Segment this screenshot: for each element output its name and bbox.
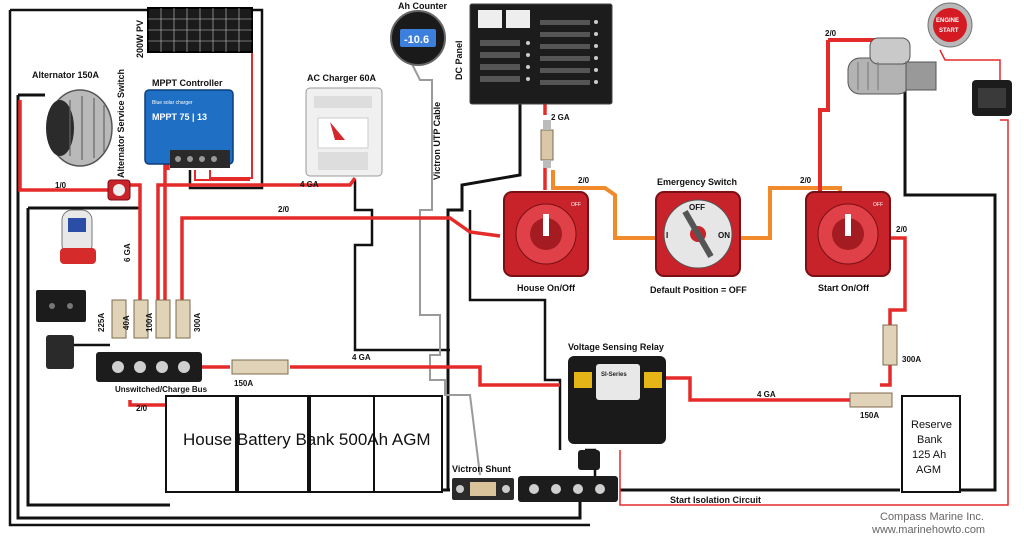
bus-label: Unswitched/Charge Bus — [115, 385, 208, 394]
wire-label-1-0: 1/0 — [55, 181, 67, 190]
wire-label-4ga-vsr: 4 GA — [352, 353, 371, 362]
fuse-225a: 225A — [97, 299, 127, 339]
solar-panel-label: 200W PV — [135, 20, 145, 58]
start-isolation-label: Start Isolation Circuit — [670, 495, 761, 505]
ah-reading: -10.6 — [404, 34, 429, 46]
credit-website: www.marinehowto.com — [871, 524, 985, 536]
house-switch-label: House On/Off — [517, 283, 576, 293]
ac-charger-label: AC Charger 60A — [307, 73, 377, 83]
start-relay — [972, 80, 1012, 116]
mppt-label: MPPT Controller — [152, 78, 223, 88]
solar-panel: 200W PV — [135, 7, 253, 58]
vsr-label: Voltage Sensing Relay — [568, 342, 664, 352]
engine-start-button[interactable]: ENGINE START — [927, 2, 973, 48]
house-off-mark: OFF — [571, 202, 581, 208]
start-off-mark: OFF — [873, 202, 883, 208]
credit-company: Compass Marine Inc. — [880, 511, 984, 523]
wire-label-2ga: 2 GA — [551, 113, 570, 122]
starter-motor — [847, 37, 937, 95]
wire-label-2-0-bank: 2/0 — [136, 404, 148, 413]
utp-cable — [409, 59, 481, 476]
fuse-label-150a-reserve: 150A — [860, 411, 879, 420]
emergency-switch-label: Emergency Switch — [657, 177, 737, 187]
house-battery-bank: House Battery Bank 500Ah AGM — [165, 395, 443, 493]
wire-label-2-0-emg-right: 2/0 — [800, 176, 812, 185]
wire-label-2-0-emg-left: 2/0 — [578, 176, 590, 185]
wire-label-2-0-house: 2/0 — [278, 205, 290, 214]
fuse-40a: 40A — [122, 299, 149, 339]
fuse-label-100a: 100A — [145, 313, 154, 332]
reserve-battery-bank: Reserve Bank 125 Ah AGM — [901, 395, 961, 493]
fuse-300a-reserve: 300A — [882, 324, 921, 366]
emergency-on-mark: ON — [718, 231, 730, 240]
fuse-label-300a: 300A — [193, 313, 202, 332]
wire-label-2-0-starter: 2/0 — [825, 29, 837, 38]
vsr-fuse-holder — [578, 450, 600, 470]
start-switch-label: Start On/Off — [818, 283, 870, 293]
fuse-label-300a-reserve: 300A — [902, 355, 921, 364]
wire-label-6ga: 6 GA — [123, 243, 132, 262]
mppt-controller: MPPT Controller Blue solar charger MPPT … — [144, 78, 234, 168]
dc-panel-label: DC Panel — [454, 40, 464, 80]
fuse-label-225a: 225A — [97, 313, 106, 332]
wire-label-4ga-reserve: 4 GA — [757, 390, 776, 399]
negative-bus — [518, 476, 618, 502]
voltage-sensing-relay: Voltage Sensing Relay SI-Series — [568, 342, 666, 444]
vsr-face: SI-Series — [601, 372, 627, 378]
reserve-label-2: Bank — [917, 434, 943, 446]
bilge-panel — [36, 290, 86, 322]
emergency-wiring — [551, 170, 842, 240]
emergency-default-label: Default Position = OFF — [650, 285, 747, 295]
alt-switch-label: Alternator Service Switch — [116, 69, 126, 178]
utp-label: Victron UTP Cable — [432, 102, 442, 180]
fuse-300a: 300A — [175, 299, 202, 339]
alternator: Alternator 150A 1/0 — [32, 70, 113, 190]
ah-counter: Ah Counter -10.6 — [390, 1, 447, 66]
alternator-label: Alternator 150A — [32, 70, 100, 80]
dc-panel-fuse — [540, 120, 554, 168]
engine-start-text-1: ENGINE — [936, 18, 959, 24]
fuse-100a: 100A — [145, 299, 171, 339]
house-switch[interactable]: OFF House On/Off — [503, 191, 589, 293]
fuse-label-150a-bus: 150A — [234, 379, 253, 388]
emergency-switch[interactable]: Emergency Switch OFF I ON Default Positi… — [650, 177, 747, 295]
fuse-label-40a: 40A — [122, 315, 131, 330]
alternator-service-switch[interactable]: Alternator Service Switch — [107, 69, 131, 201]
positive-wiring — [18, 21, 1009, 506]
mppt-model: MPPT 75 | 13 — [152, 112, 207, 122]
charge-bus: Unswitched/Charge Bus — [96, 352, 208, 394]
mppt-brand: Blue solar charger — [152, 100, 193, 106]
fuse-150a-reserve: 150A — [849, 392, 893, 420]
reserve-label-4: AGM — [916, 464, 941, 476]
wire-label-4ga-ac: 4 GA — [300, 180, 319, 189]
shunt-label: Victron Shunt — [452, 464, 511, 474]
ah-counter-label: Ah Counter — [398, 1, 447, 11]
bilge-float-switch — [46, 335, 74, 369]
bilge-pump — [60, 209, 96, 264]
house-bank-label: House Battery Bank 500Ah AGM — [183, 430, 431, 449]
reserve-label-3: 125 Ah — [912, 449, 946, 461]
ac-charger: AC Charger 60A — [305, 73, 383, 177]
emergency-i-mark: I — [666, 231, 668, 240]
dc-panel: DC Panel — [454, 3, 613, 105]
wire-label-2-0-start: 2/0 — [896, 225, 908, 234]
reserve-label-1: Reserve — [911, 419, 952, 431]
engine-start-text-2: START — [939, 28, 959, 34]
start-switch[interactable]: OFF Start On/Off — [805, 191, 891, 293]
fuse-150a-bus: 150A — [231, 359, 289, 388]
victron-shunt: Victron Shunt — [452, 464, 514, 500]
emergency-off-mark: OFF — [689, 203, 705, 212]
